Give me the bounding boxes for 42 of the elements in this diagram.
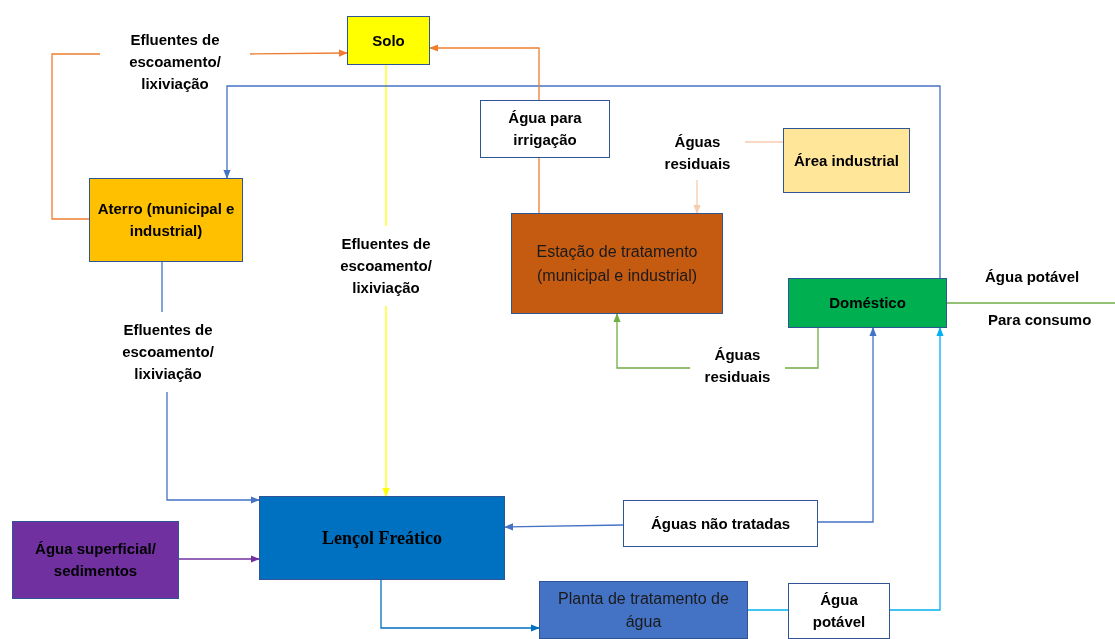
process-box xyxy=(259,496,505,580)
process-box xyxy=(347,16,430,65)
arrow xyxy=(693,179,701,214)
box-label: Água superficial/ sedimentos xyxy=(34,539,157,581)
flow-label: Efluentes de escoamento/ lixiviação xyxy=(339,234,433,298)
flow-label: Efluentes de escoamento/ lixiviação xyxy=(128,30,222,94)
box-label: Águas não tratadas xyxy=(649,513,792,534)
arrow xyxy=(380,579,540,632)
process-box xyxy=(12,521,179,599)
flow-label: Águas residuais xyxy=(703,345,772,387)
process-box xyxy=(788,583,890,639)
arrow xyxy=(889,327,944,611)
box-label: Estação de tratamento (municipal e industrial) xyxy=(535,242,699,286)
box-label: Solo xyxy=(371,30,406,51)
box-label: Planta de tratamento de água xyxy=(557,588,730,632)
arrow xyxy=(166,391,260,504)
arrow xyxy=(817,327,877,523)
box-label: Área industrial xyxy=(793,150,900,171)
arrow xyxy=(249,49,348,57)
box-label: Água para irrigação xyxy=(507,108,583,150)
arrow xyxy=(504,523,624,531)
box-label: Aterro (municipal e industrial) xyxy=(96,199,236,241)
arrow xyxy=(178,555,260,563)
arrow xyxy=(429,44,540,101)
arrow xyxy=(613,313,691,369)
process-box xyxy=(480,100,610,158)
flow-label: Águas residuais xyxy=(663,131,732,174)
process-box xyxy=(623,500,818,547)
flow-label: Efluentes de escoamento/ lixiviação xyxy=(121,320,215,384)
process-box xyxy=(89,178,243,262)
flow-label: Para consumo xyxy=(988,311,1092,328)
arrow xyxy=(784,327,819,369)
arrow xyxy=(382,305,390,497)
arrow xyxy=(223,85,941,279)
process-box xyxy=(539,581,748,639)
process-box xyxy=(788,278,947,328)
process-box xyxy=(511,213,723,314)
process-box xyxy=(783,128,910,193)
box-label: Lençol Freático xyxy=(320,526,444,550)
box-label: Água potável xyxy=(811,590,867,632)
box-label: Doméstico xyxy=(828,293,907,314)
flow-label: Água potável xyxy=(985,268,1080,285)
